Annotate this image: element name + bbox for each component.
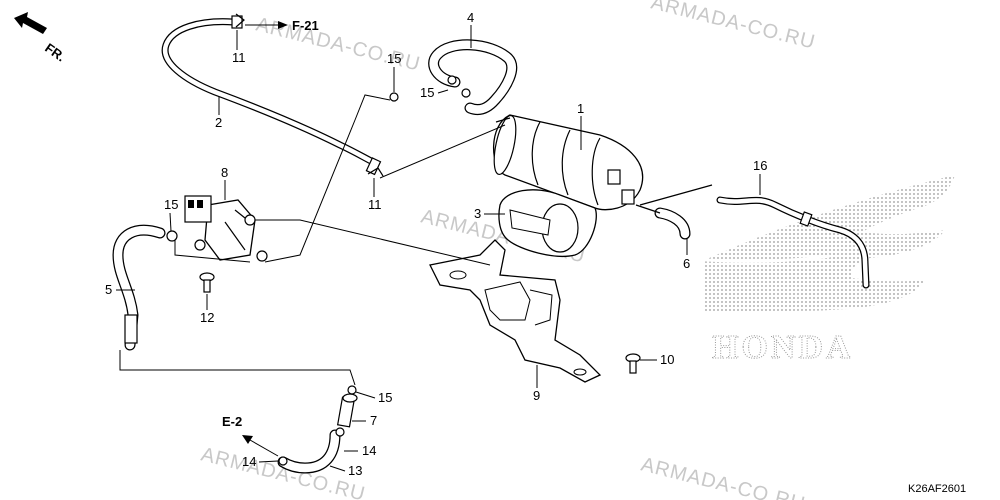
callout-4: 4 (467, 10, 474, 25)
part-16-hose (639, 184, 870, 289)
callout-9: 9 (533, 388, 540, 403)
clamp-11-center (365, 157, 384, 177)
clamp-15-top (389, 92, 399, 102)
callout-10: 10 (660, 352, 674, 367)
front-direction-arrow: FR. (14, 12, 68, 64)
connection-lines (119, 94, 506, 386)
part-10-bolt (625, 353, 641, 374)
part-4-hose (428, 39, 518, 116)
callout-14-left: 14 (242, 454, 256, 469)
diagram-code: K26AF2601 (908, 483, 966, 495)
callout-16: 16 (753, 158, 767, 173)
callout-12: 12 (200, 310, 214, 325)
callout-15-left: 15 (164, 197, 178, 212)
callout-15-top: 15 (387, 51, 401, 66)
front-direction-label: FR. (42, 40, 68, 64)
part-1-canister (492, 114, 644, 211)
honda-wing-logo: HONDA (704, 175, 955, 367)
callout-11-center: 11 (368, 197, 382, 212)
callout-7: 7 (370, 413, 377, 428)
callout-14-right: 14 (362, 443, 376, 458)
watermark: ARMADA-CO.RU (639, 454, 808, 500)
part-7-pipe (336, 385, 358, 428)
callout-13: 13 (348, 463, 362, 478)
watermark: ARMADA-CO.RU (649, 0, 818, 54)
callout-1: 1 (577, 101, 584, 116)
callout-15-bottom: 15 (378, 390, 392, 405)
clamp-15-upper-left (447, 75, 457, 85)
ref-f21-label: F-21 (292, 18, 319, 33)
part-3-band (498, 189, 597, 257)
part-5-hose (112, 224, 178, 351)
ref-f21: F-21 (245, 18, 319, 33)
honda-wordmark: HONDA (712, 329, 854, 366)
callout-11-top: 11 (232, 50, 246, 65)
part-2-hose (161, 18, 377, 166)
ref-e2-label: E-2 (222, 414, 242, 429)
callout-2: 2 (215, 115, 222, 130)
callouts: 1 2 3 4 5 6 7 8 9 10 11 11 12 13 14 14 1 (105, 10, 767, 478)
watermark: ARMADA-CO.RU (199, 444, 368, 500)
part-8-solenoid-valve (184, 195, 268, 262)
callout-6: 6 (683, 256, 690, 271)
part-6-hose (635, 204, 691, 240)
callout-5: 5 (105, 282, 112, 297)
clamp-15-upper-right (461, 88, 471, 98)
part-9-bracket (429, 239, 602, 383)
clamp-11-top (231, 13, 245, 29)
callout-15-mid: 15 (420, 85, 434, 100)
part-13-hose (277, 427, 345, 474)
part-12-bolt (199, 272, 215, 293)
callout-3: 3 (474, 206, 481, 221)
callout-8: 8 (221, 165, 228, 180)
ref-e2: E-2 (222, 414, 279, 457)
